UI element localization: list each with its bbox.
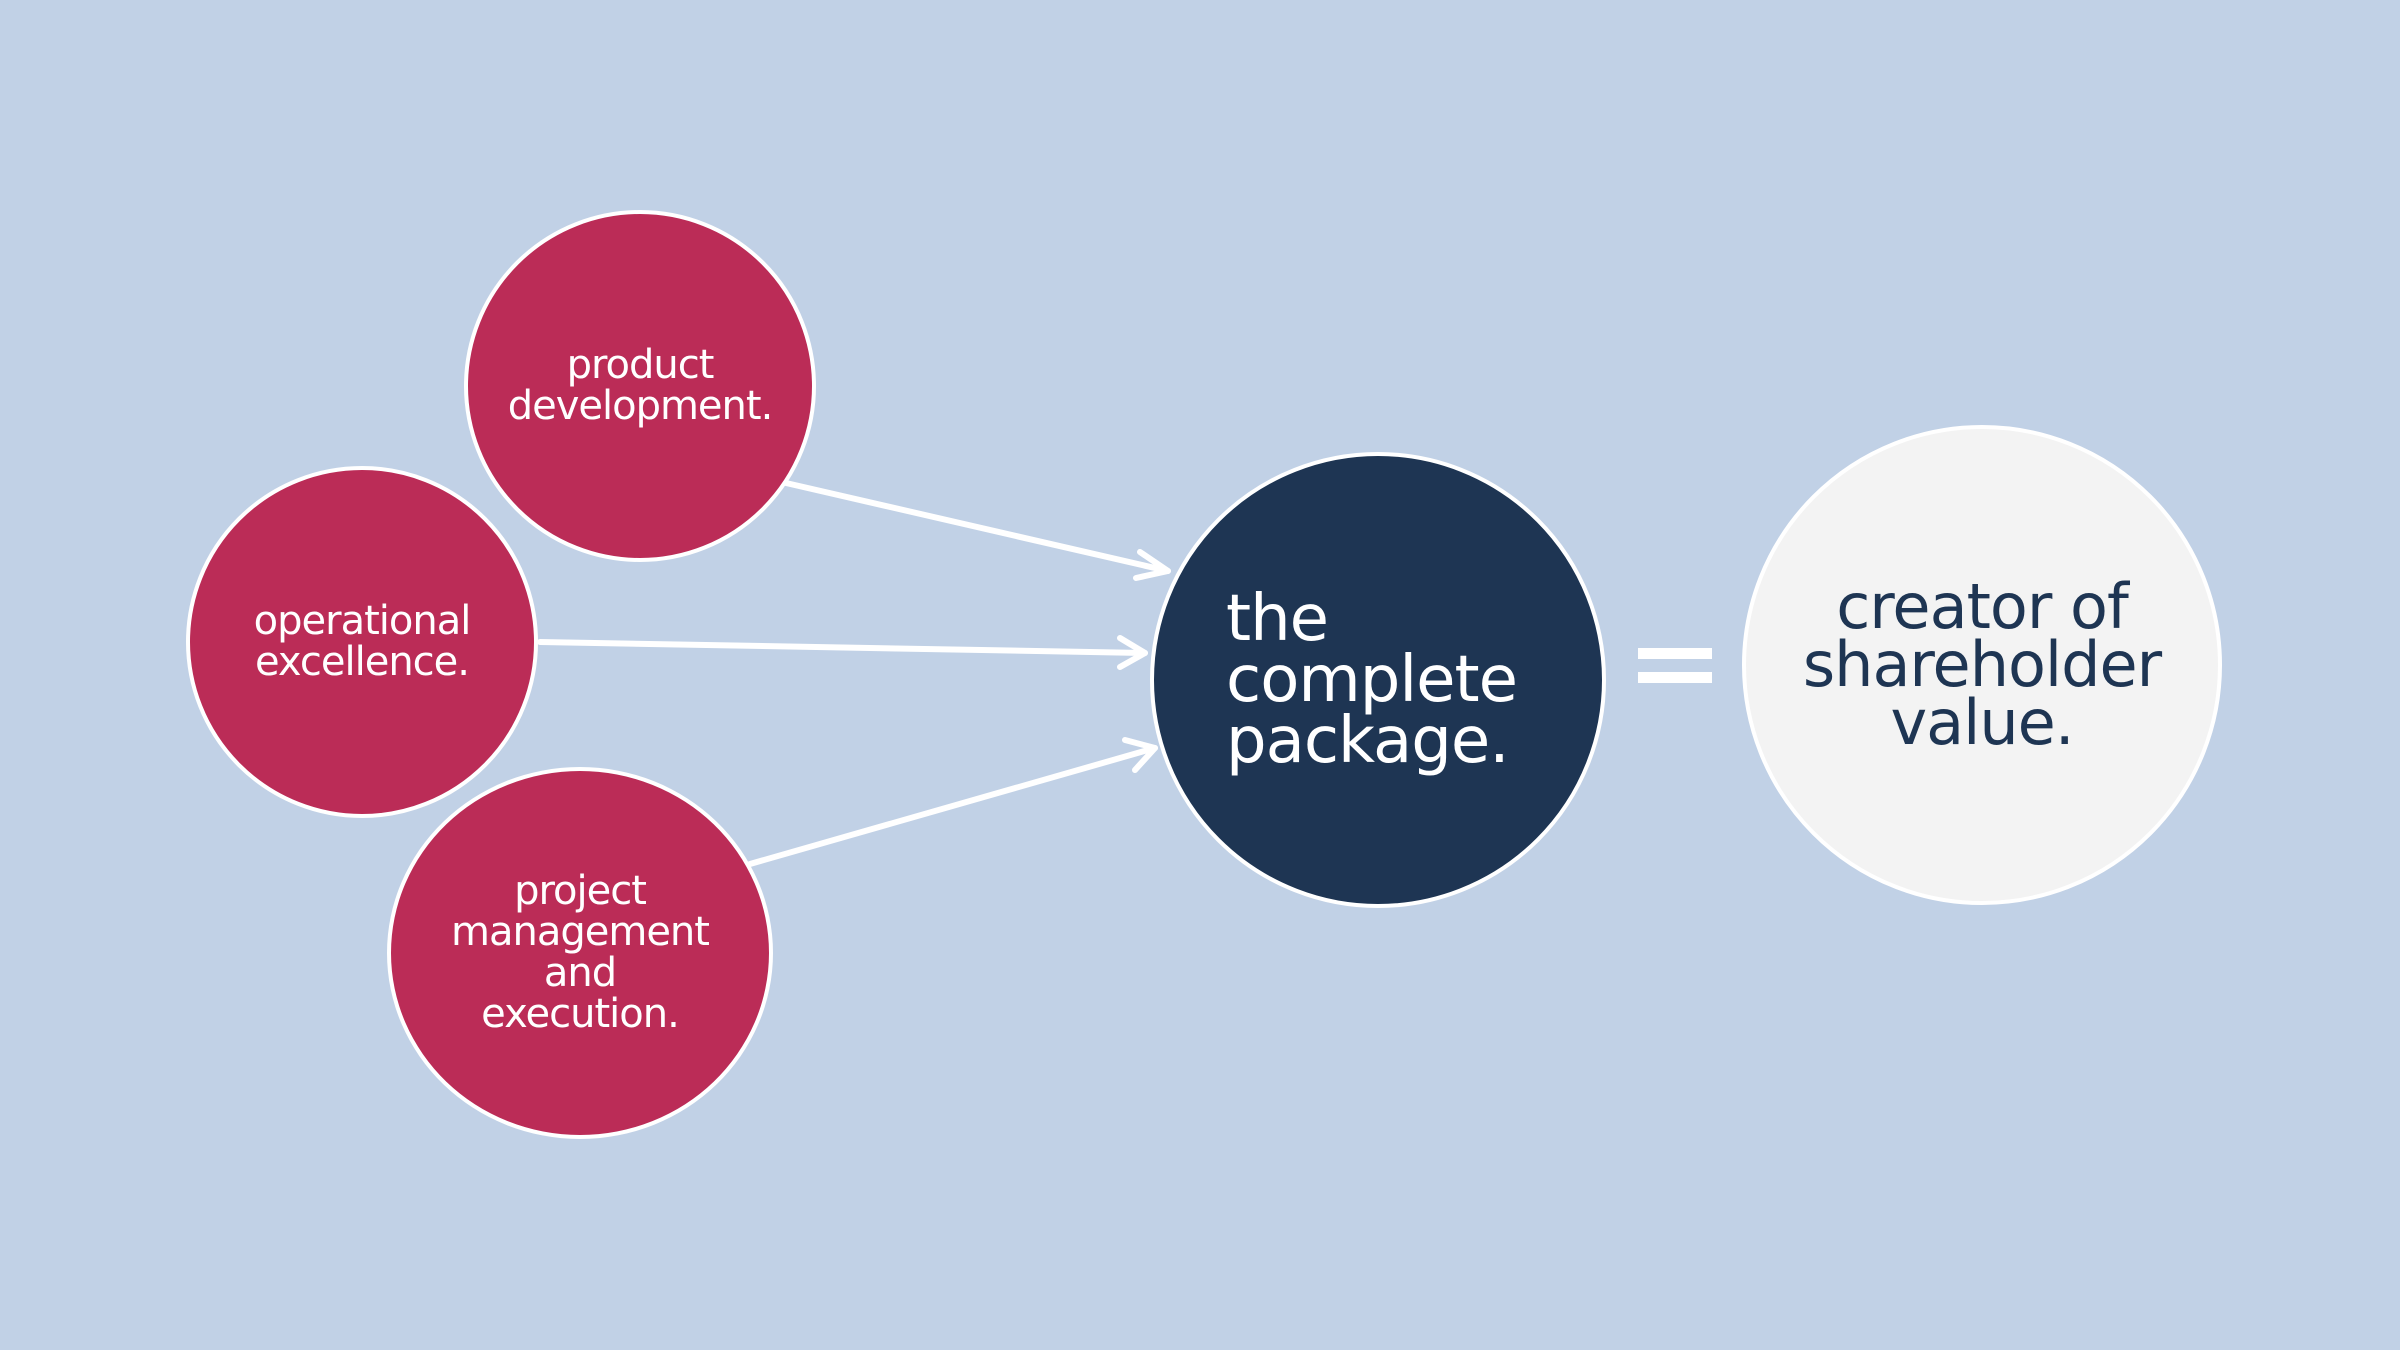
arrow-product-to-center [783,480,1171,581]
arrow-project-to-center [747,737,1158,867]
node-project-management: project management and execution. [387,767,773,1139]
node-shareholder-value: creator of shareholder value. [1742,425,2222,905]
node-complete-package: the complete package. [1150,452,1606,908]
node-shareholder-value-label: creator of shareholder value. [1802,570,2162,759]
node-project-management-label: project management and execution. [451,868,710,1037]
node-operational-excellence-label: operational excellence. [253,598,472,685]
arrow-operational-to-center [537,635,1148,670]
node-operational-excellence: operational excellence. [186,466,538,818]
node-complete-package-label: the complete package. [1226,581,1518,778]
equals-icon-top-bar [1638,648,1712,659]
node-product-development-label: product development. [507,342,774,429]
equals-icon-bottom-bar [1638,672,1712,683]
node-product-development: product development. [464,210,816,562]
